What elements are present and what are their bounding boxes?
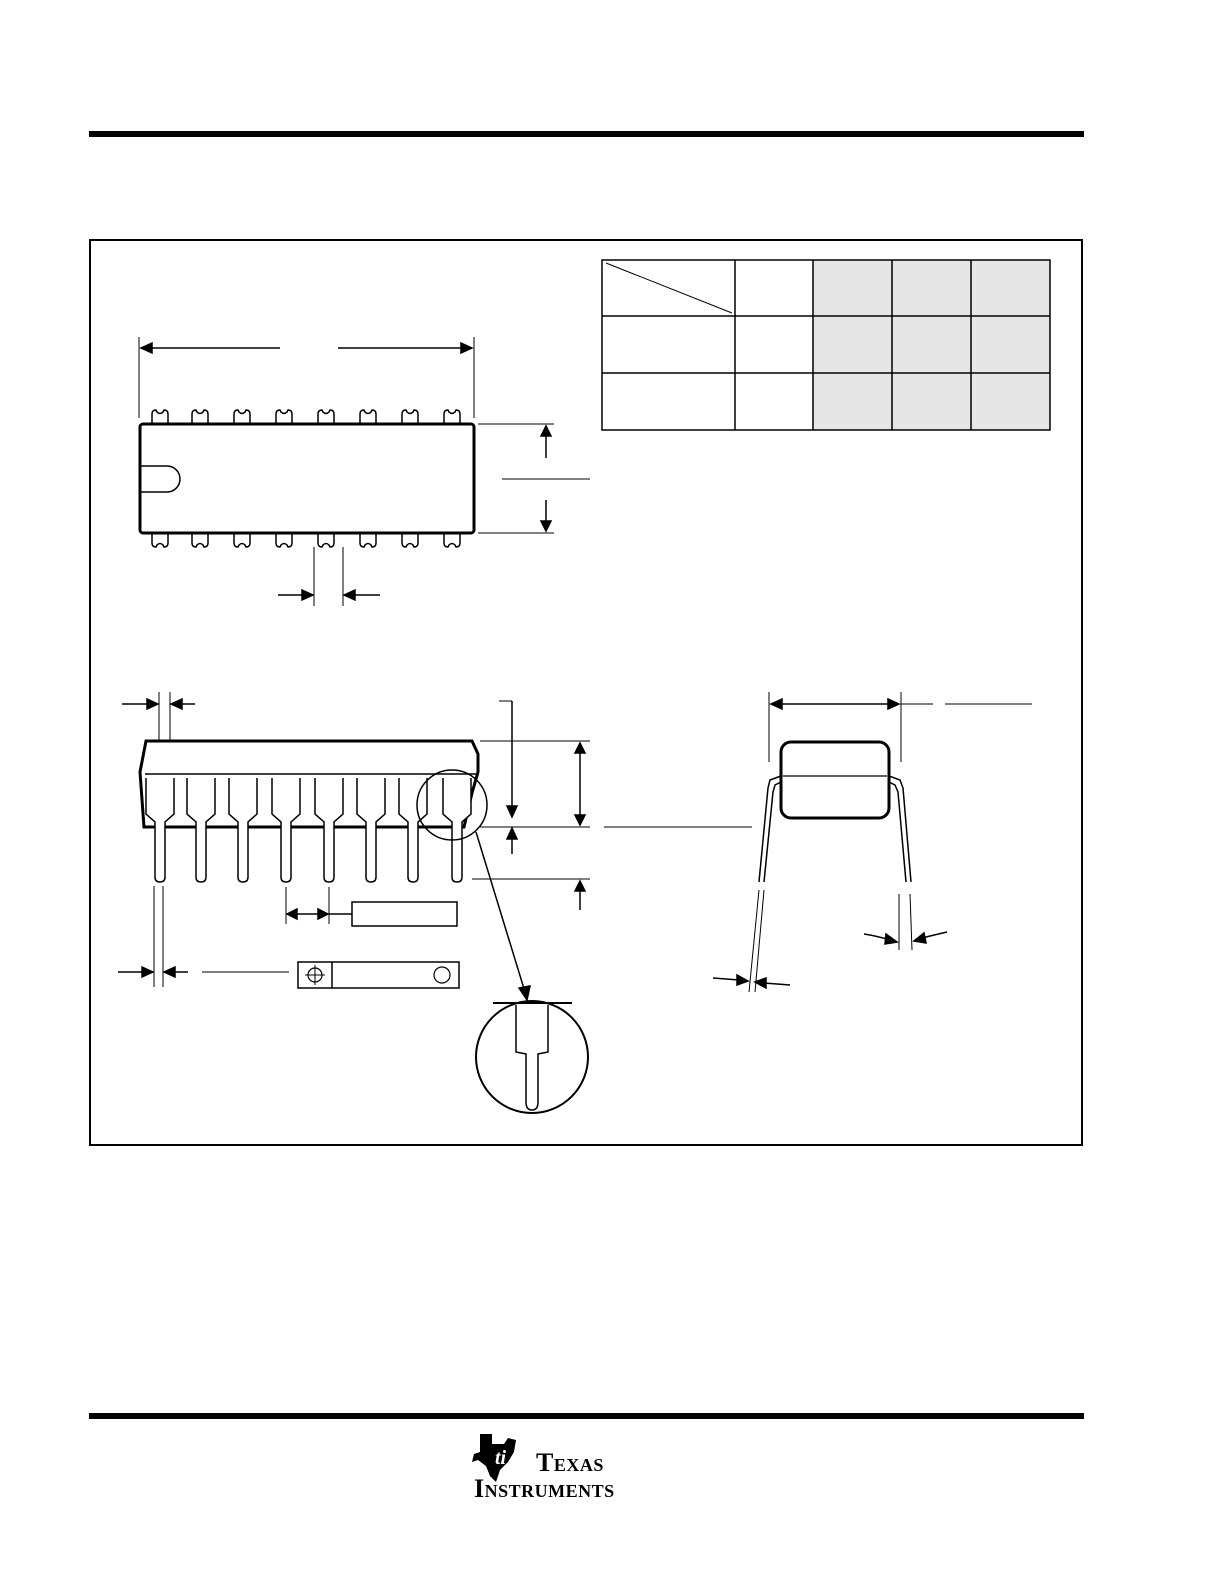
pin-count-dimension-table [601, 259, 1051, 431]
ti-state-icon: ti [472, 1434, 516, 1482]
side-lead [145, 778, 175, 883]
detail-callout-circle [416, 769, 488, 841]
side-view [118, 692, 752, 1114]
top-lead-tab [317, 409, 335, 424]
bottom-lead-tab [275, 533, 293, 548]
package-drawing [118, 259, 1051, 1114]
logo-line-instruments: Instruments [474, 1474, 615, 1503]
side-lead [442, 778, 472, 883]
table-header-diagonal [605, 262, 733, 314]
lead-detail-circle [475, 1000, 589, 1114]
mechanical-drawing-frame [89, 239, 1083, 1146]
top-lead-tab [233, 409, 251, 424]
bottom-rule [89, 1413, 1084, 1419]
bottom-lead-tab [317, 533, 335, 548]
top-lead-tab [359, 409, 377, 424]
bottom-lead-tab [359, 533, 377, 548]
pin1-notch [141, 465, 181, 493]
bottom-lead-tab [401, 533, 419, 548]
side-lead [228, 778, 258, 883]
top-view-upper-leads [151, 409, 461, 424]
side-lead [398, 778, 428, 883]
bottom-lead-tab [191, 533, 209, 548]
top-view-lower-leads [151, 533, 461, 548]
logo-line-texas: Texas [536, 1448, 604, 1477]
side-lead [314, 778, 344, 883]
mmc-symbol-icon [433, 966, 451, 984]
top-view [138, 337, 590, 606]
svg-text:ti: ti [495, 1447, 507, 1469]
tolerance-box-pitch [351, 901, 458, 927]
bottom-lead-tab [443, 533, 461, 548]
lead-detail-shape [493, 1002, 572, 1111]
end-view [712, 692, 1032, 993]
position-tolerance-frame [297, 961, 460, 989]
side-lead [186, 778, 216, 883]
top-lead-tab [151, 409, 169, 424]
top-rule [89, 131, 1084, 137]
top-lead-tab [191, 409, 209, 424]
end-view-body [779, 740, 891, 820]
side-view-body [138, 739, 480, 829]
texas-instruments-logo: ti Texas Instruments [470, 1430, 690, 1508]
side-lead [356, 778, 386, 883]
bottom-lead-tab [151, 533, 169, 548]
side-lead [271, 778, 301, 883]
top-lead-tab [443, 409, 461, 424]
side-view-leads [145, 778, 472, 883]
table-shaded-cols [813, 260, 1050, 430]
top-lead-tab [275, 409, 293, 424]
top-lead-tab [401, 409, 419, 424]
top-view-body [138, 422, 476, 535]
bottom-lead-tab [233, 533, 251, 548]
